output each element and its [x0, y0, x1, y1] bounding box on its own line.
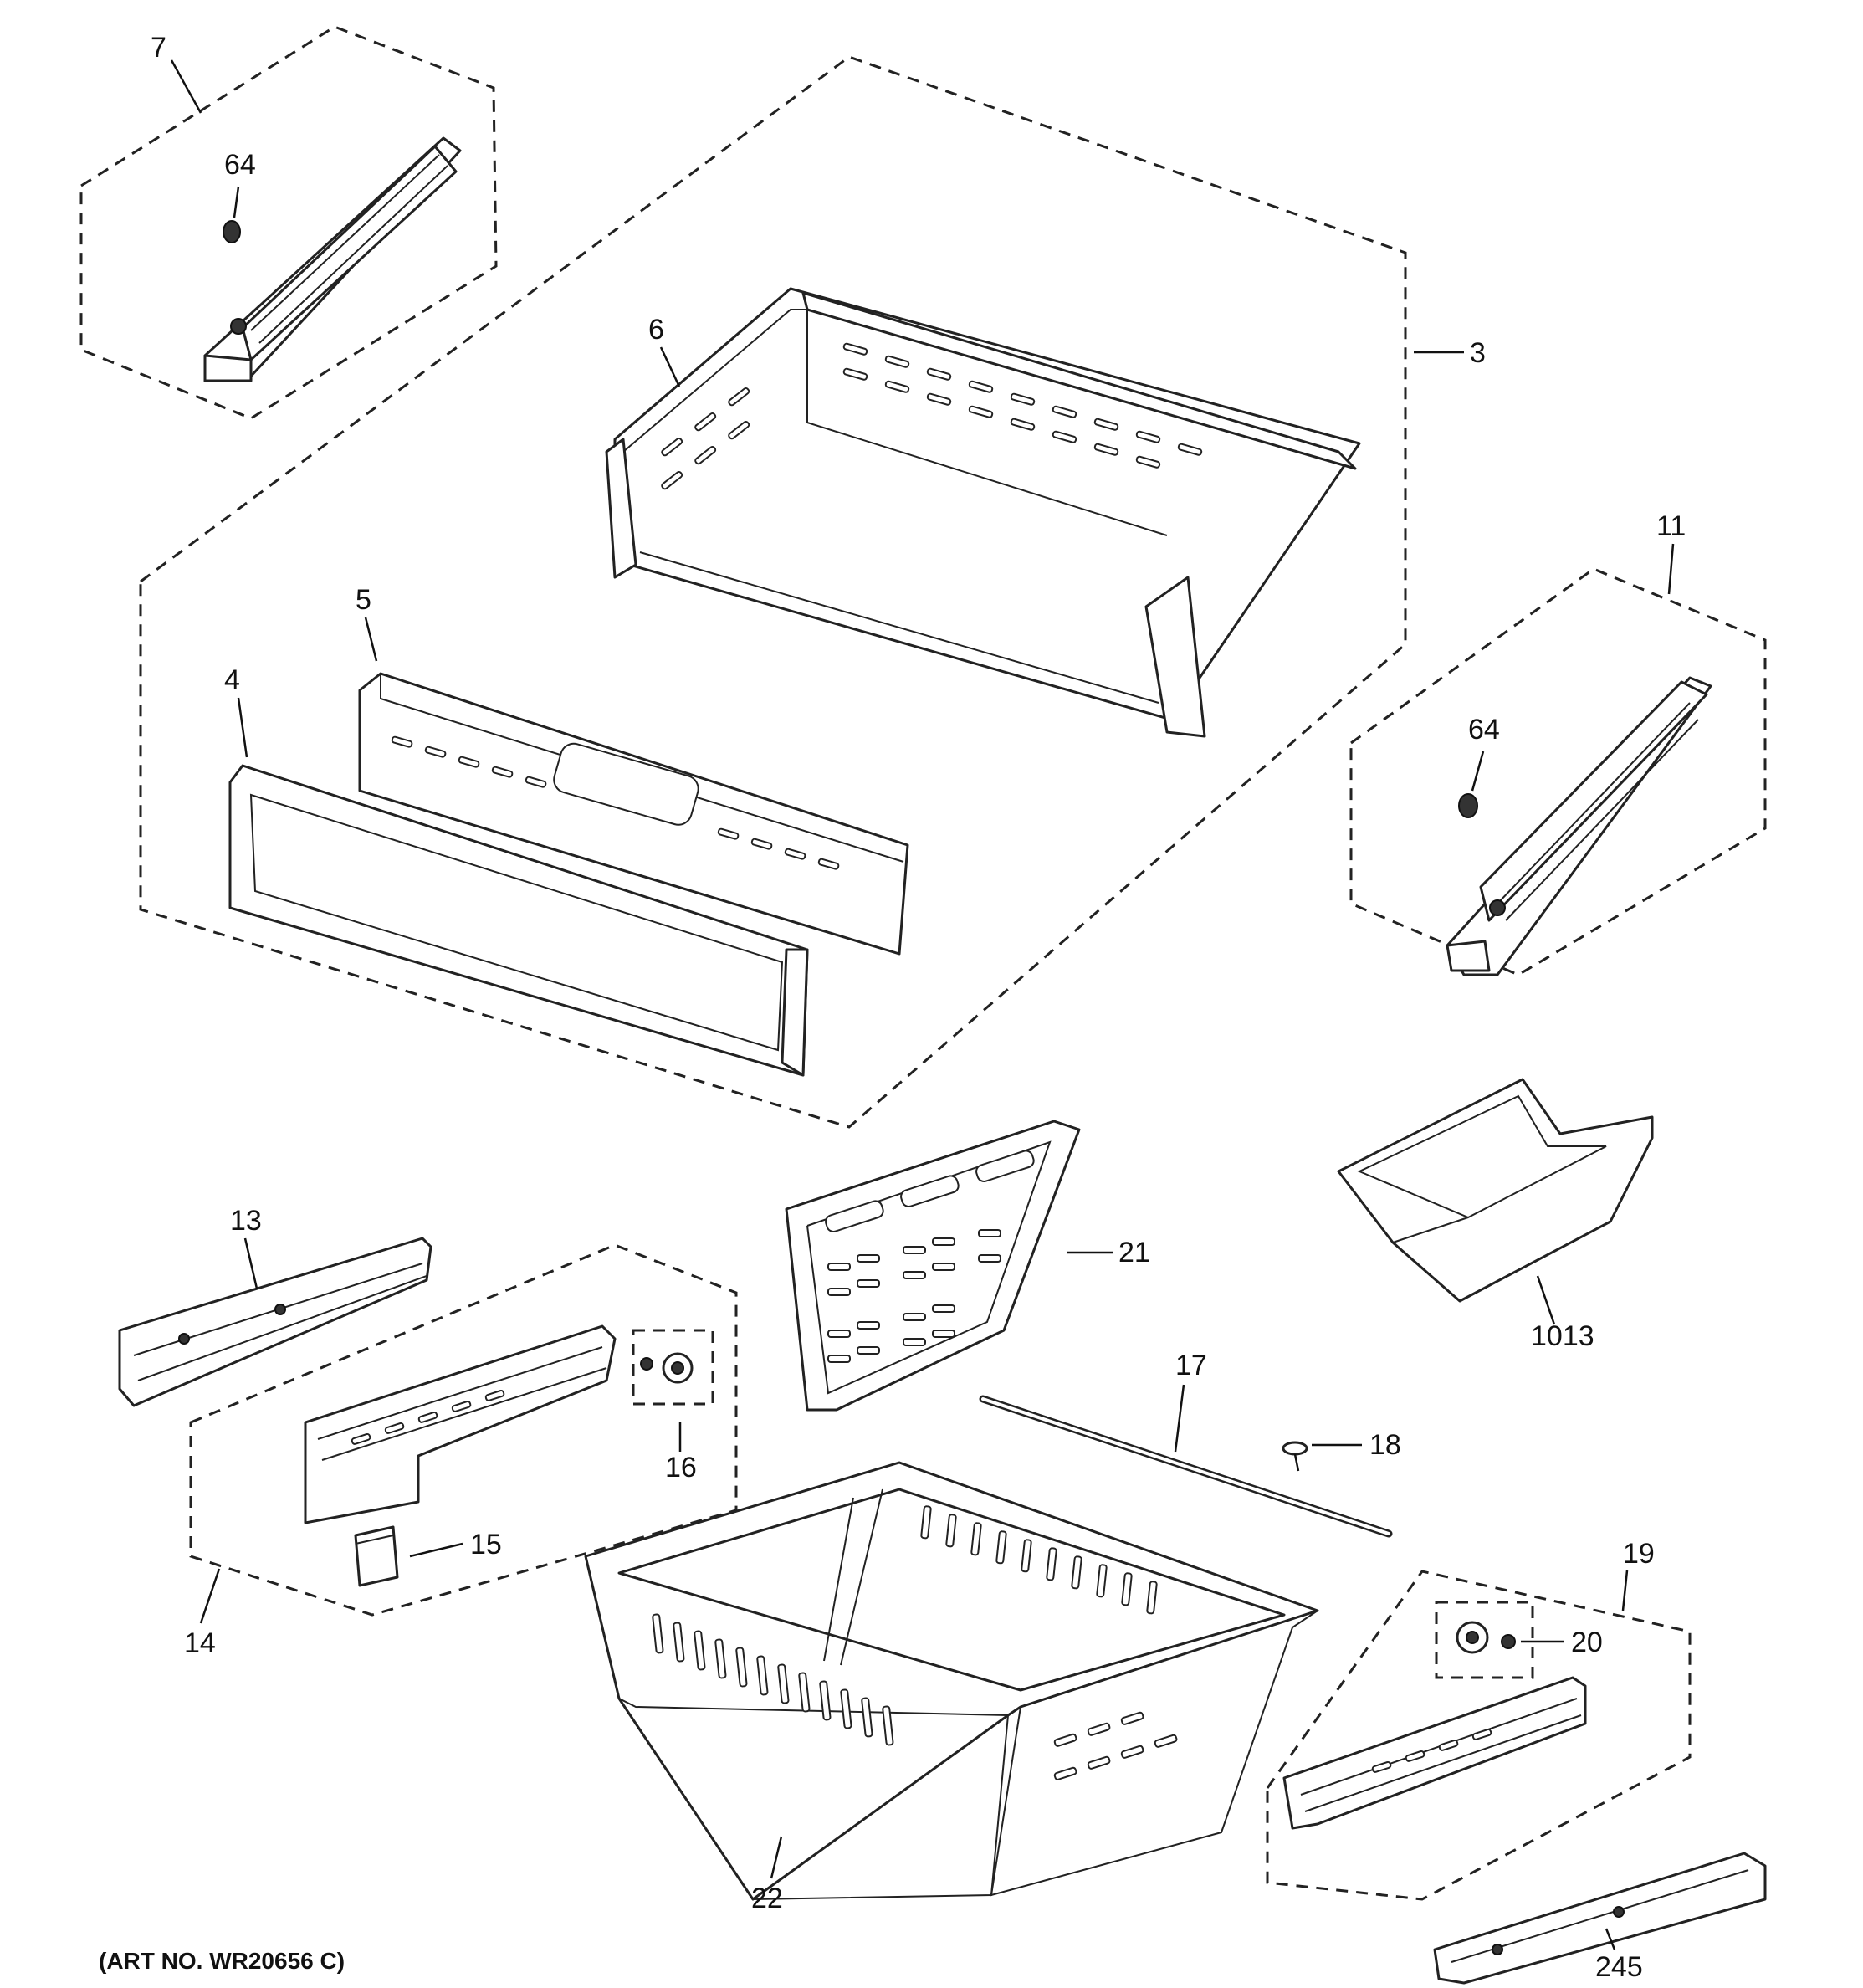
- callout-6: 6: [648, 314, 664, 346]
- callout-22: 22: [751, 1883, 783, 1914]
- callout-64-upper: 64: [224, 149, 256, 181]
- art-number: (ART NO. WR20656 C): [99, 1948, 345, 1974]
- part-13-slide-rail: [118, 1237, 432, 1407]
- part-5-drawer-panel: [358, 672, 909, 956]
- callout-15: 15: [470, 1529, 502, 1560]
- part-19-slide-assembly: [1282, 1676, 1587, 1830]
- part-4-front-trim: [228, 764, 809, 1077]
- part-1013-ice-bin: [1337, 1078, 1654, 1303]
- part-64-spacer-upper: [223, 220, 241, 243]
- group-3-boundary: [139, 55, 1407, 1129]
- callout-20: 20: [1571, 1627, 1603, 1658]
- callout-18: 18: [1369, 1429, 1401, 1461]
- part-7-rail-cover: [203, 136, 462, 382]
- group-20-boundary: [1435, 1601, 1534, 1679]
- callout-13: 13: [230, 1205, 262, 1237]
- leader-lines: [170, 59, 1675, 1950]
- callout-7: 7: [151, 32, 166, 64]
- callout-1013: 1013: [1531, 1320, 1594, 1352]
- callout-64-lower: 64: [1468, 714, 1500, 746]
- part-14-slide-assembly: [304, 1324, 617, 1524]
- part-22-lower-basket: [584, 1461, 1319, 1901]
- part-64-spacer-lower: [1458, 793, 1478, 818]
- part-21-divider-slots: [827, 1229, 1001, 1363]
- callout-21: 21: [1118, 1237, 1150, 1268]
- group-19-boundary: [1266, 1570, 1692, 1901]
- part-15-clip: [354, 1525, 399, 1587]
- part-6-upper-basket: [605, 287, 1361, 738]
- callout-5: 5: [356, 584, 371, 616]
- callout-245: 245: [1595, 1951, 1643, 1983]
- callout-11: 11: [1656, 510, 1686, 542]
- part-16-gear: [640, 1352, 694, 1384]
- callout-3: 3: [1470, 337, 1486, 369]
- callout-16: 16: [665, 1452, 697, 1483]
- group-11-boundary: [1349, 567, 1767, 976]
- callout-4: 4: [224, 664, 240, 696]
- callout-14: 14: [184, 1627, 216, 1659]
- callout-19: 19: [1623, 1538, 1655, 1570]
- part-17-rod: [979, 1395, 1393, 1538]
- part-22-basket-slots: [652, 1505, 1178, 1780]
- part-20-gear: [1456, 1621, 1516, 1654]
- callout-17: 17: [1175, 1350, 1207, 1381]
- part-11-right-rail-cover: [1446, 676, 1712, 976]
- group-16-boundary: [632, 1329, 714, 1406]
- part-6-basket-slots: [661, 342, 1203, 490]
- part-245-rail-bracket: [1433, 1852, 1767, 1985]
- group-7-boundary: [79, 25, 498, 420]
- part-18-screw: [1282, 1441, 1308, 1472]
